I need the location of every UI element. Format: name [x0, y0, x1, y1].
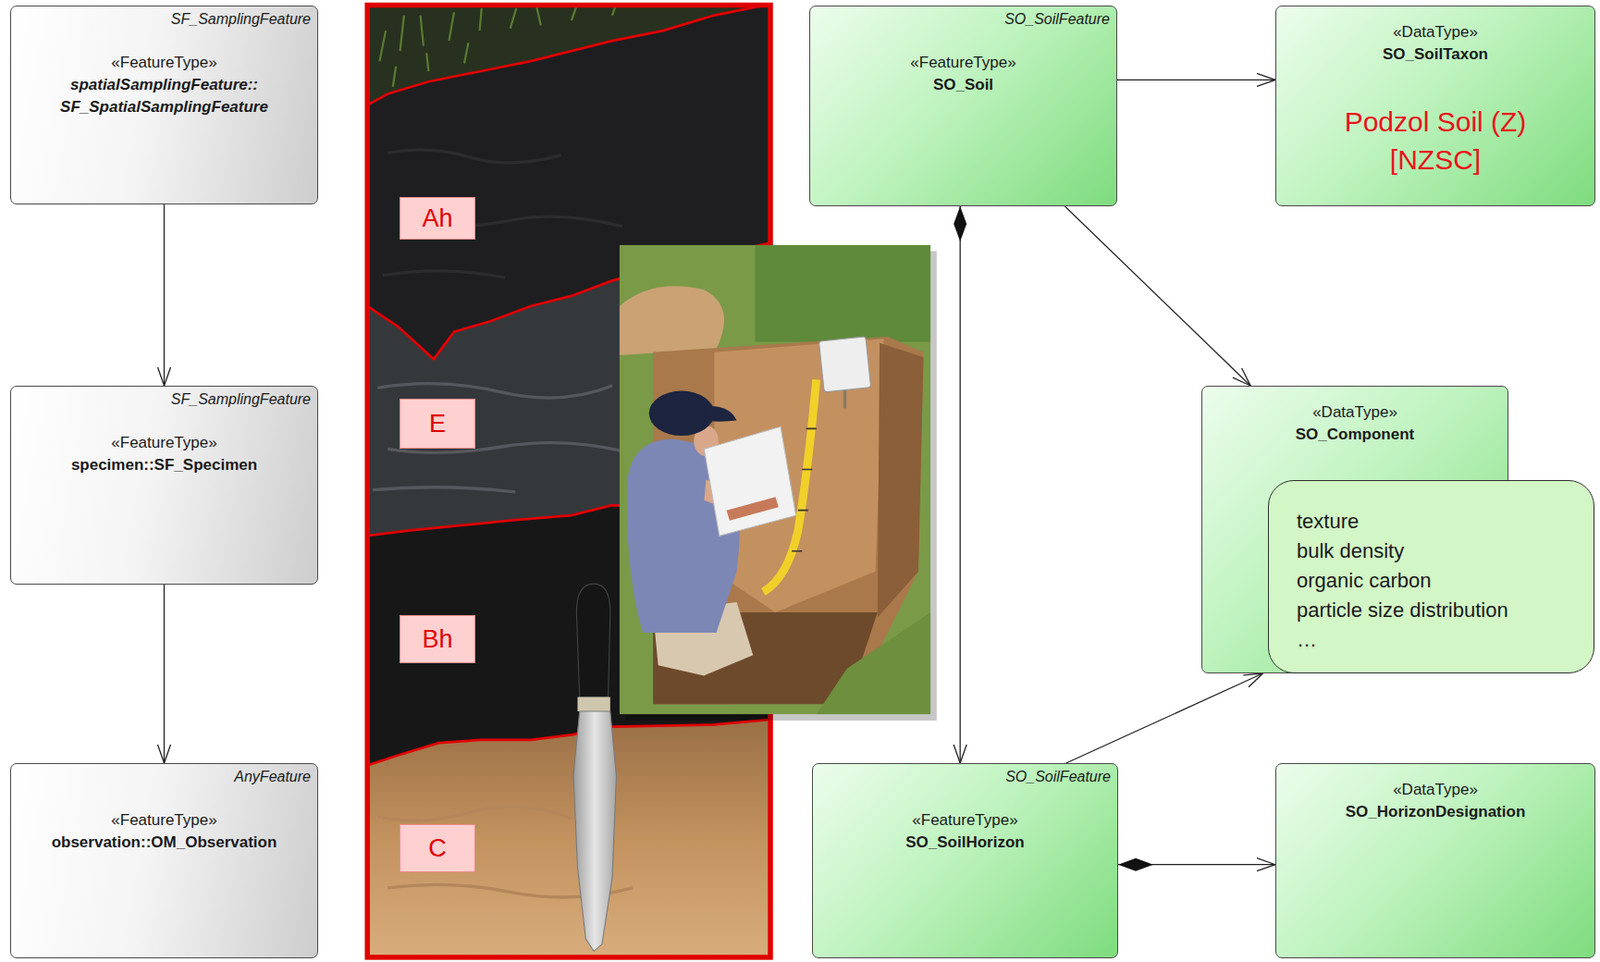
stereotype: «FeatureType»	[819, 51, 1108, 74]
horizon-code: Ah	[421, 203, 453, 234]
trowel-blade	[573, 711, 616, 951]
connector	[163, 204, 165, 386]
class-name: spatialSamplingFeature:: SF_SpatialSampl…	[20, 73, 308, 119]
connector	[1066, 673, 1264, 764]
class-name: SO_SoilTaxon	[1285, 43, 1586, 66]
class-name: observation::OM_Observation	[20, 831, 308, 854]
stereotype: «FeatureType»	[822, 809, 1108, 832]
stereotype: «DataType»	[1285, 778, 1586, 801]
grass-lip	[816, 612, 932, 714]
connector	[1117, 79, 1276, 81]
horizon-boundary	[367, 5, 771, 106]
class-box: SO_SoilFeature «FeatureType»SO_Soil	[809, 5, 1118, 207]
trowel-handle	[576, 583, 610, 697]
connector	[1118, 863, 1276, 865]
sign-board	[818, 336, 871, 393]
attribute-item: texture	[1296, 506, 1585, 537]
attribute-item: bulk density	[1296, 536, 1585, 567]
connector	[960, 206, 961, 764]
dirt-pile	[619, 285, 725, 356]
inset-lawn	[754, 245, 931, 343]
stereotype: «FeatureType»	[20, 51, 308, 74]
horizon-label: E	[399, 398, 476, 449]
parent-class-label: SF_SamplingFeature	[171, 390, 311, 409]
stereotype: «FeatureType»	[20, 431, 308, 455]
trowel-ferrule	[577, 697, 610, 712]
parent-class-label: AnyFeature	[233, 767, 311, 787]
class-box: SF_SamplingFeature «FeatureType»spatialSa…	[10, 5, 319, 205]
inset-grass	[619, 245, 932, 715]
connector	[1064, 206, 1251, 386]
datatype-box: «DataType»SO_SoilTaxonPodzol Soil (Z) [N…	[1275, 5, 1596, 207]
class-name: SO_Soil	[819, 73, 1108, 97]
attribute-item: organic carbon	[1296, 566, 1585, 596]
horizon-label: Ah	[399, 196, 476, 240]
class-name: SO_Component	[1211, 423, 1499, 446]
stereotype: «DataType»	[1285, 21, 1586, 44]
e-streaks	[372, 383, 623, 493]
horizon-code: Bh	[421, 624, 453, 654]
ah-texture	[382, 149, 623, 278]
c-layer	[367, 719, 771, 958]
sign-stake	[843, 387, 847, 408]
horizon-code: E	[429, 408, 446, 439]
stereotype: «FeatureType»	[20, 809, 308, 832]
parent-class-label: SO_SoilFeature	[1005, 767, 1111, 787]
grass-layer	[367, 5, 771, 106]
parent-class-label: SF_SamplingFeature	[171, 10, 311, 29]
tape-ticks	[791, 428, 816, 551]
grass-blades	[379, 6, 616, 87]
horizon-boundary	[367, 719, 771, 766]
horizon-label: Bh	[399, 615, 476, 664]
class-name: SO_SoilHorizon	[822, 831, 1108, 854]
connector	[163, 584, 165, 764]
horizon-code: C	[428, 833, 447, 863]
horizon-label: C	[399, 824, 476, 873]
datatype-box: «DataType»SO_HorizonDesignation	[1275, 763, 1596, 959]
pit-side	[877, 343, 924, 618]
class-box: AnyFeature«FeatureType»observation::OM_O…	[10, 763, 319, 959]
stereotype: «DataType»	[1211, 401, 1499, 424]
color-chart	[726, 496, 779, 520]
class-name: SO_HorizonDesignation	[1285, 800, 1586, 824]
attribute-item: particle size distribution	[1296, 595, 1585, 626]
taxon-name: Podzol Soil (Z) [NZSC]	[1324, 102, 1547, 179]
parent-class-label: SO_SoilFeature	[1004, 10, 1110, 29]
class-box: SO_SoilFeature «FeatureType»SO_SoilHorizo…	[812, 763, 1119, 959]
class-box: SF_SamplingFeature «FeatureType»specimen:…	[10, 385, 319, 585]
note-box: texturebulk densityorganic carbonparticl…	[1267, 480, 1595, 674]
attribute-item: …	[1296, 625, 1585, 655]
cap-brim	[703, 406, 737, 422]
class-name: specimen::SF_Specimen	[20, 454, 308, 477]
notebook	[703, 426, 796, 536]
